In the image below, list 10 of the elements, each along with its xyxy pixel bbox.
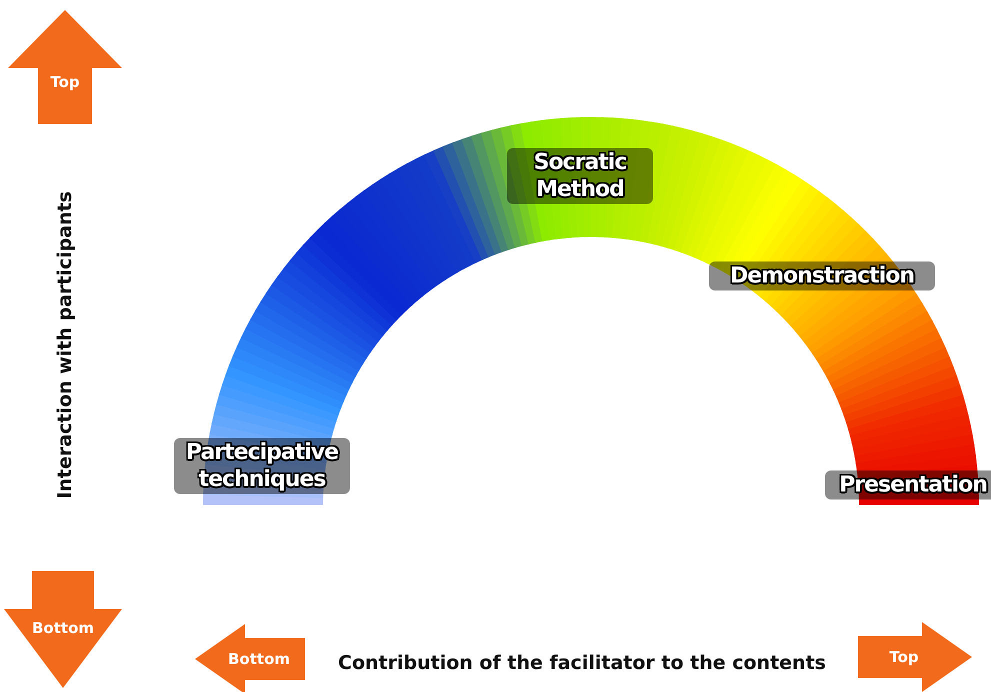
arc-label: Demonstraction: [709, 262, 935, 290]
arc-label: Presentation: [825, 470, 991, 500]
axis-title: Interaction with participants: [54, 191, 76, 499]
axis-title: Contribution of the facilitator to the contents: [338, 652, 826, 674]
arc-label: Socratic Method: [507, 148, 653, 204]
arrow-label: Top: [50, 73, 80, 91]
arrow-label: Bottom: [32, 619, 94, 637]
arrow-label: Top: [889, 648, 919, 666]
arc-label: Partecipative techniques: [174, 438, 350, 494]
arrow-label: Bottom: [228, 650, 290, 668]
